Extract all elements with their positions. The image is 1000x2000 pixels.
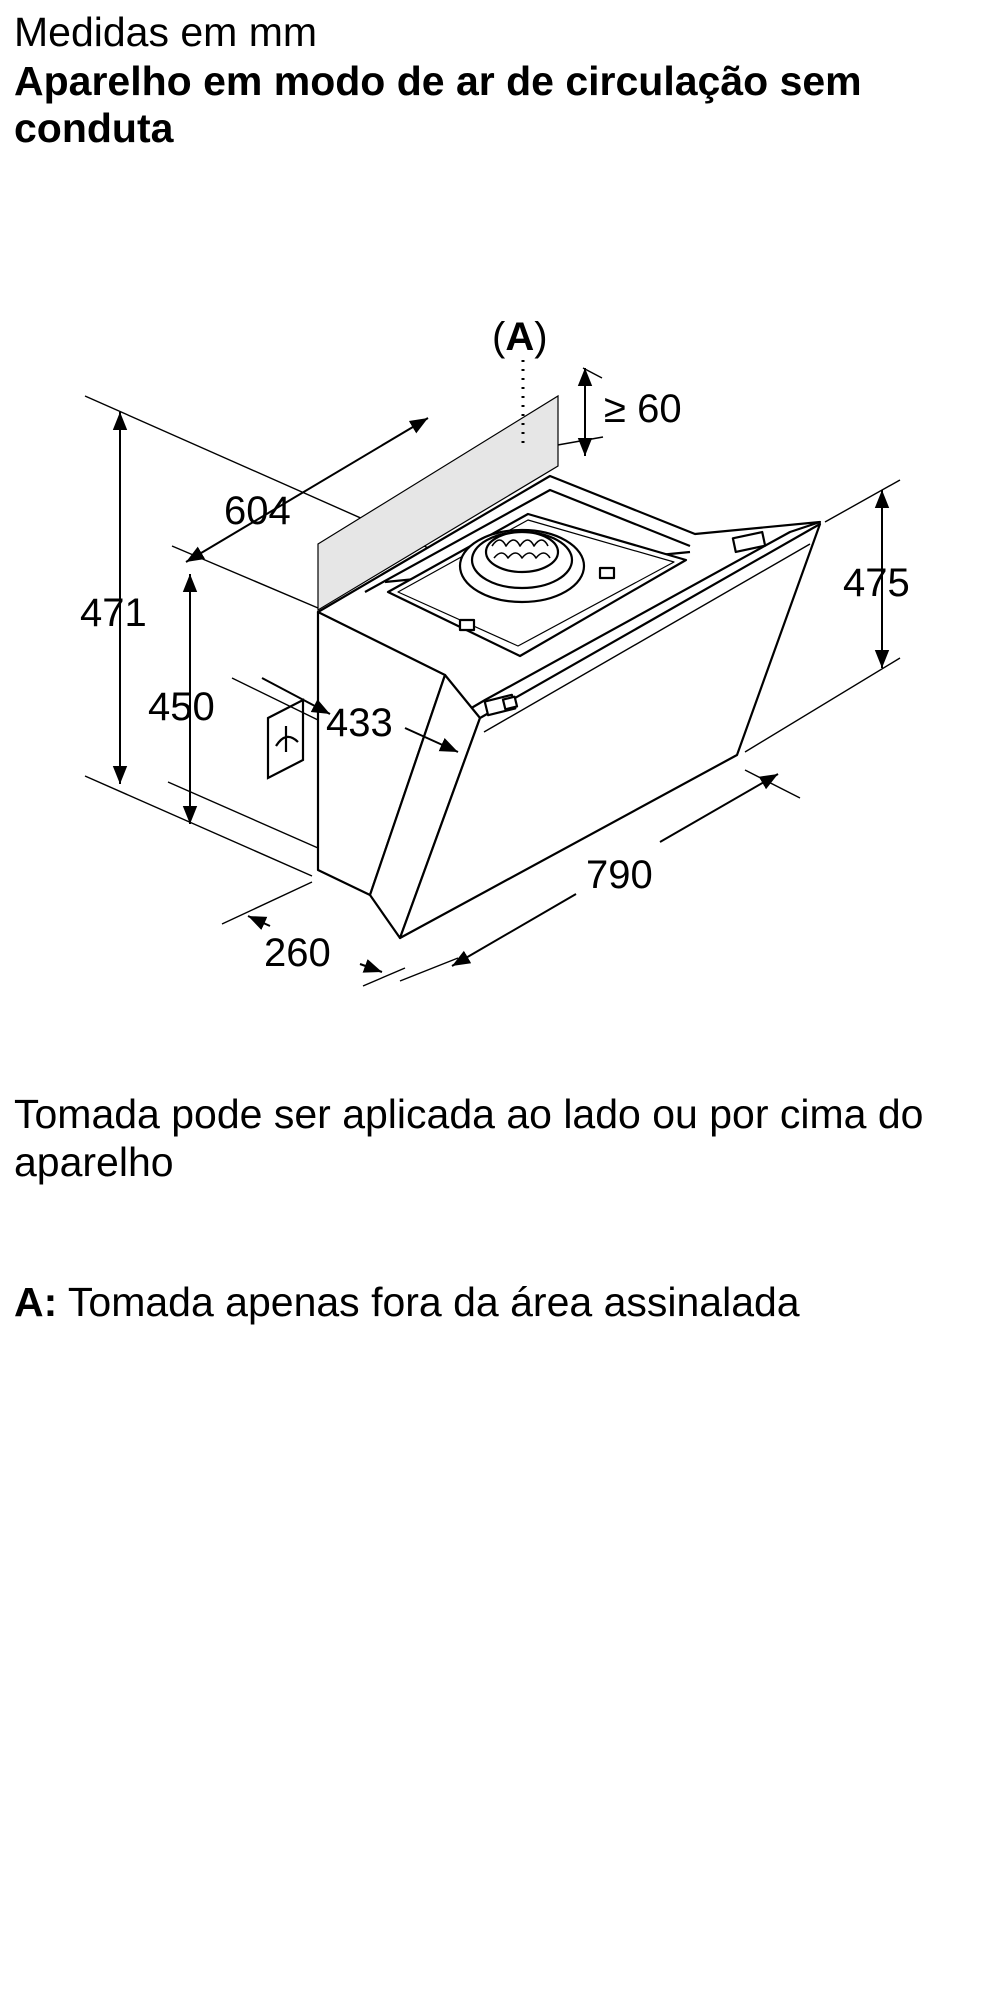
- units-note: Medidas em mm: [14, 9, 318, 55]
- legend-text: Tomada apenas fora da área assinalada: [67, 1279, 800, 1325]
- dim-hood-height: 475: [843, 561, 910, 605]
- dimension-drawing: (A) ≥ 60 604 471 475 450 433 260 790: [80, 315, 910, 987]
- legend: A: Tomada apenas fora da área assinalada: [14, 1278, 974, 1326]
- socket-symbol: [266, 698, 305, 780]
- dim-clearance: ≥ 60: [604, 387, 682, 431]
- marker-label: (A): [492, 315, 548, 359]
- dim-depth-433: 433: [326, 701, 393, 745]
- dim-socket-height: 450: [148, 685, 215, 729]
- dim-depth-260: 260: [264, 931, 331, 975]
- dim-total-height: 471: [80, 591, 147, 635]
- socket-position-note: Tomada pode ser aplicada ao lado ou por …: [14, 1091, 924, 1185]
- legend-key: A:: [14, 1279, 58, 1325]
- dim-width-790: 790: [586, 853, 653, 897]
- dim-width-top: 604: [224, 489, 291, 533]
- dimension-arrows: [112, 368, 890, 973]
- page-title: Aparelho em modo de ar de circulação sem…: [14, 58, 862, 151]
